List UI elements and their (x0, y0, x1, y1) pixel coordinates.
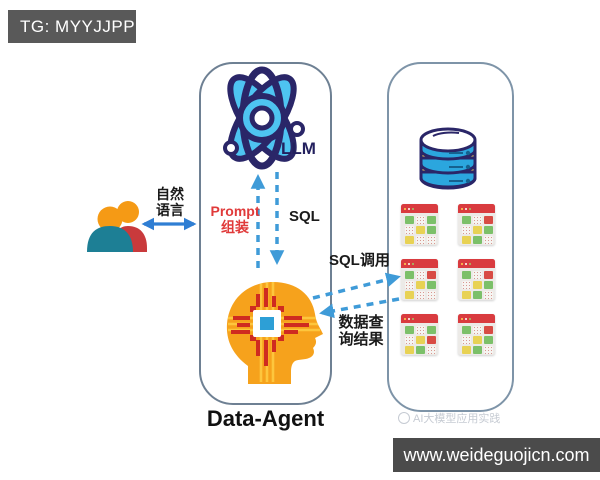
database-panel (387, 62, 514, 412)
telegram-badge-text: TG: MYYJJPP (20, 16, 136, 36)
llm-label: LLM (281, 139, 316, 158)
data-table-icon (458, 204, 495, 245)
database-tables-grid (401, 204, 495, 355)
data-table-icon (401, 314, 438, 355)
watermark-logo-icon (398, 412, 410, 424)
watermark-text: AI大模型应用实践 (413, 413, 501, 425)
natural-language-label: 自然 语言 (156, 186, 184, 219)
website-url: www.weideguojicn.com (403, 444, 590, 465)
agent-panel (199, 62, 332, 405)
watermark: AI大模型应用实践 (398, 410, 500, 426)
prompt-assembly-label: Prompt 组装 (210, 203, 260, 236)
website-footer-bar: www.weideguojicn.com (393, 438, 600, 472)
telegram-badge: TG: MYYJJPP (8, 10, 136, 43)
data-agent-label: Data-Agent (206, 406, 325, 431)
users-icon (87, 201, 147, 252)
sql-call-label: SQL调用 (329, 252, 390, 269)
data-table-icon (401, 204, 438, 245)
data-table-icon (458, 259, 495, 300)
sql-label: SQL (289, 208, 320, 225)
query-result-label: 数据查 询结果 (338, 314, 384, 349)
data-table-icon (401, 259, 438, 300)
data-table-icon (458, 314, 495, 355)
